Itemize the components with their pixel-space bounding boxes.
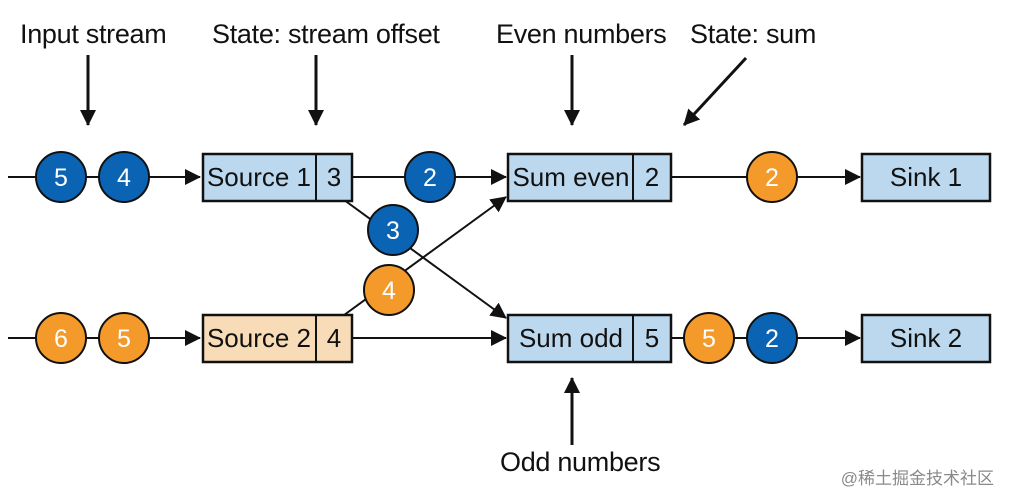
sum-odd-state: 5 (645, 323, 659, 353)
source1-state: 3 (327, 162, 341, 192)
label-state-sum: State: sum (690, 19, 816, 49)
token-orange: 6 (35, 312, 87, 364)
token-orange: 5 (683, 312, 735, 364)
token-orange: 2 (746, 151, 798, 203)
label-input-stream: Input stream (20, 19, 166, 49)
sum-odd-box: Sum odd 5 (506, 313, 673, 364)
source2-label: Source 2 (207, 323, 311, 353)
svg-text:4: 4 (117, 164, 131, 192)
arrow-state-sum (682, 56, 748, 127)
svg-text:3: 3 (386, 217, 400, 245)
svg-text:5: 5 (54, 164, 68, 192)
label-odd-numbers: Odd numbers (500, 447, 660, 477)
svg-text:2: 2 (765, 325, 779, 353)
sink1-box: Sink 1 (860, 152, 992, 203)
svg-text:2: 2 (765, 164, 779, 192)
source2-state: 4 (327, 323, 341, 353)
source1-box: Source 1 3 (201, 152, 354, 203)
source2-box: Source 2 4 (201, 313, 354, 364)
token-blue: 4 (98, 151, 150, 203)
watermark: @稀土掘金技术社区 (840, 469, 994, 488)
sink1-label: Sink 1 (890, 162, 962, 192)
sum-even-state: 2 (645, 162, 659, 192)
svg-text:5: 5 (702, 325, 716, 353)
sum-even-label: Sum even (512, 162, 629, 192)
sum-even-box: Sum even 2 (506, 152, 673, 203)
token-blue: 2 (746, 312, 798, 364)
sink2-box: Sink 2 (860, 313, 992, 364)
sum-odd-label: Sum odd (519, 323, 623, 353)
sink2-label: Sink 2 (890, 323, 962, 353)
token-blue: 3 (367, 204, 419, 256)
label-even-numbers: Even numbers (496, 19, 667, 49)
svg-text:5: 5 (117, 325, 131, 353)
token-orange: 5 (98, 312, 150, 364)
token-blue: 5 (35, 151, 87, 203)
svg-text:2: 2 (423, 164, 437, 192)
token-orange: 4 (363, 264, 415, 316)
label-state-stream-offset: State: stream offset (212, 19, 440, 49)
token-blue: 2 (404, 151, 456, 203)
source1-label: Source 1 (207, 162, 311, 192)
svg-text:6: 6 (54, 325, 68, 353)
svg-text:4: 4 (382, 277, 396, 305)
